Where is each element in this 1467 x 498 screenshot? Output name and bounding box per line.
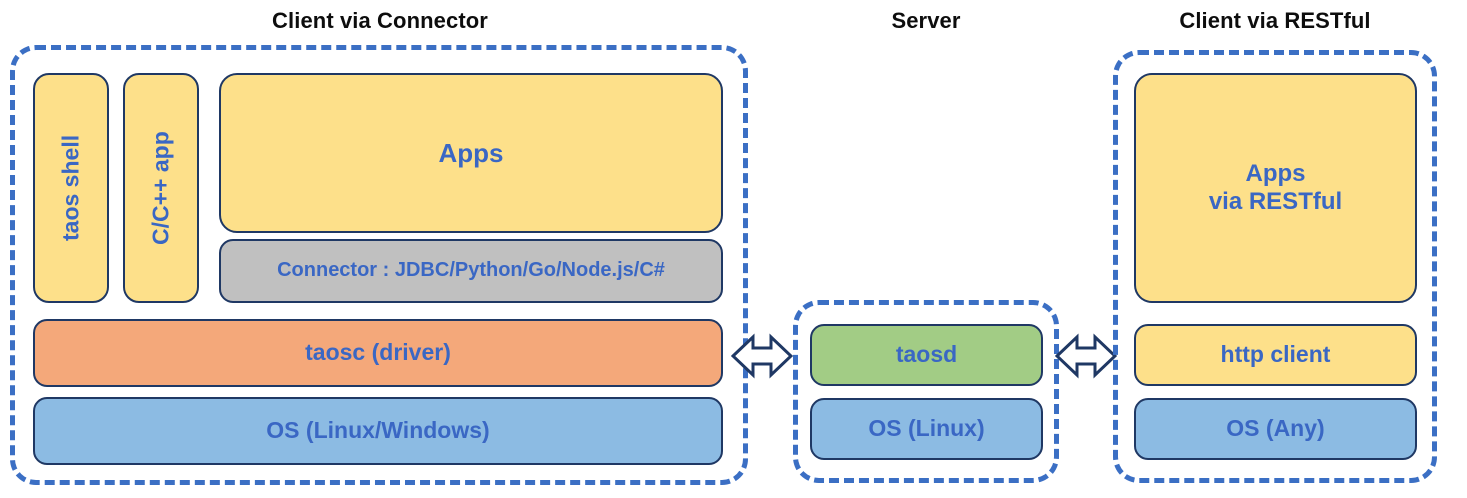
bidirectional-arrow-icon-right (1054, 330, 1118, 382)
block-taosd[interactable]: taosd (810, 324, 1043, 386)
block-cpp-app[interactable]: C/C++ app (123, 73, 199, 303)
section-title-client-via-restful: Client via RESTful (1179, 8, 1371, 33)
section-title-server: Server (891, 8, 961, 33)
block-apps-via-restful[interactable]: Apps via RESTful (1134, 73, 1417, 303)
section-title-client-via-connector: Client via Connector (272, 8, 488, 33)
bidirectional-arrow-icon-left (730, 330, 794, 382)
block-apps-via-restful-line1: Apps (1245, 159, 1306, 187)
block-taosc-driver[interactable]: taosc (driver) (33, 319, 723, 387)
group-server (793, 300, 1059, 483)
block-apps-via-restful-line2: via RESTful (1208, 188, 1343, 215)
block-os-linux[interactable]: OS (Linux) (810, 398, 1043, 460)
block-http-client[interactable]: http client (1134, 324, 1417, 386)
block-os-linux-windows[interactable]: OS (Linux/Windows) (33, 397, 723, 465)
block-os-any[interactable]: OS (Any) (1134, 398, 1417, 460)
group-client-via-connector (10, 45, 748, 485)
block-taos-shell[interactable]: taos shell (33, 73, 109, 303)
block-apps[interactable]: Apps (219, 73, 723, 233)
block-connector-libraries[interactable]: Connector : JDBC/Python/Go/Node.js/C# (219, 239, 723, 303)
group-client-via-restful (1113, 50, 1437, 483)
